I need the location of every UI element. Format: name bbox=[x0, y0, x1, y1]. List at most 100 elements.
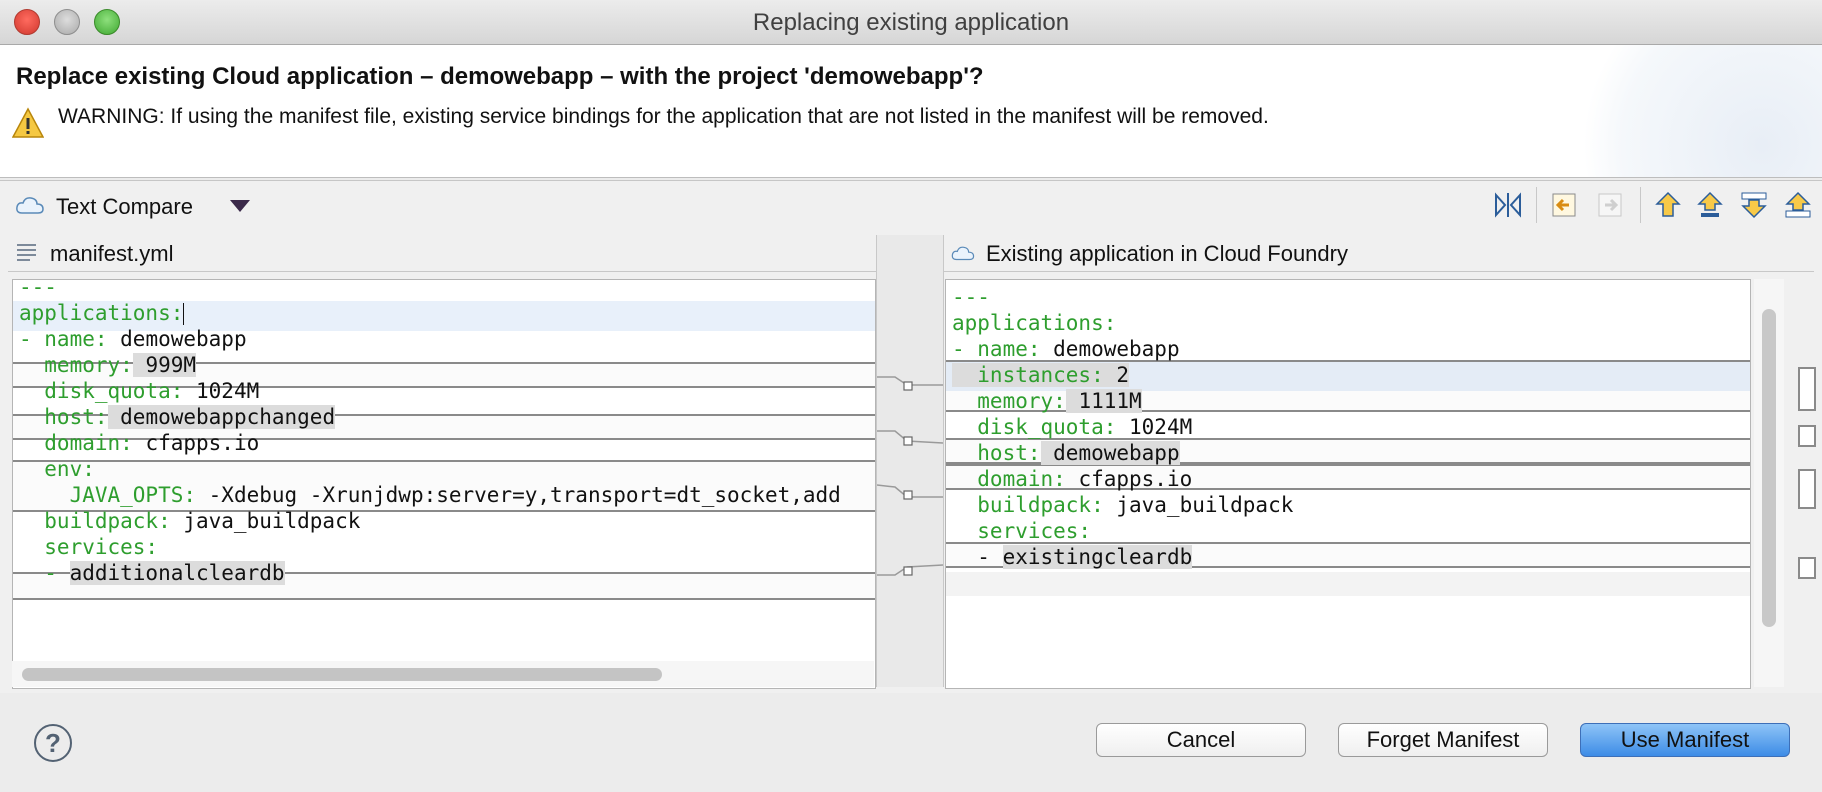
text-cursor bbox=[183, 303, 185, 325]
left-pane-title: manifest.yml bbox=[50, 241, 174, 266]
yaml-key: services: bbox=[952, 519, 1092, 543]
right-pane-header: Existing application in Cloud Foundry bbox=[944, 235, 1814, 272]
code-line: memory: 1111M bbox=[952, 386, 1142, 416]
code-line: applications: bbox=[952, 308, 1116, 338]
overview-marker[interactable] bbox=[1798, 425, 1816, 447]
yaml-key: - bbox=[19, 561, 70, 585]
diff-block bbox=[946, 438, 1750, 464]
yaml-key: buildpack: bbox=[952, 493, 1104, 517]
compare-mode-dropdown-icon[interactable] bbox=[230, 200, 250, 212]
close-window-button[interactable] bbox=[14, 9, 40, 35]
code-line: --- bbox=[952, 282, 990, 312]
diff-block bbox=[13, 572, 875, 600]
code-line: host: demowebapp bbox=[952, 438, 1180, 468]
code-line: domain: cfapps.io bbox=[19, 428, 259, 458]
warning-message: WARNING: If using the manifest file, exi… bbox=[58, 105, 1269, 128]
yaml-value: 1024M bbox=[183, 379, 260, 403]
use-manifest-button[interactable]: Use Manifest bbox=[1580, 723, 1790, 757]
yaml-key: domain: bbox=[19, 431, 133, 455]
copy-right-to-left-icon[interactable] bbox=[1548, 189, 1580, 221]
scrollbar-thumb[interactable] bbox=[1762, 309, 1776, 627]
yaml-value: 2 bbox=[1103, 363, 1130, 387]
code-line: services: bbox=[19, 532, 158, 562]
yaml-key: host: bbox=[19, 405, 108, 429]
previous-change-icon[interactable] bbox=[1782, 189, 1814, 221]
copy-left-to-right-icon[interactable] bbox=[1594, 189, 1626, 221]
yaml-key: - name: bbox=[952, 337, 1041, 361]
dialog-question: Replace existing Cloud application – dem… bbox=[16, 63, 984, 90]
diff-block bbox=[13, 414, 875, 440]
yaml-value: 1111M bbox=[1065, 389, 1142, 413]
next-change-icon[interactable] bbox=[1738, 189, 1770, 221]
text-file-icon bbox=[17, 244, 36, 261]
yaml-key: domain: bbox=[952, 467, 1066, 491]
yaml-key: --- bbox=[19, 279, 57, 299]
diff-block bbox=[13, 362, 875, 388]
toolbar-separator bbox=[1640, 187, 1641, 223]
yaml-value: additionalcleardb bbox=[69, 561, 285, 585]
right-pane-title: Existing application in Cloud Foundry bbox=[986, 241, 1348, 266]
window-title: Replacing existing application bbox=[752, 9, 1070, 36]
overview-marker[interactable] bbox=[1798, 367, 1816, 411]
yaml-value: java_buildpack bbox=[170, 509, 361, 533]
overview-marker[interactable] bbox=[1798, 557, 1816, 579]
code-line: - existingcleardb bbox=[952, 542, 1193, 572]
zoom-window-button[interactable] bbox=[94, 9, 120, 35]
right-vertical-scrollbar[interactable] bbox=[1754, 279, 1784, 687]
yaml-key: JAVA_OPTS: bbox=[19, 483, 197, 507]
cloud-icon bbox=[951, 246, 975, 261]
left-horizontal-scrollbar[interactable] bbox=[12, 661, 874, 687]
code-line: buildpack: java_buildpack bbox=[952, 490, 1293, 520]
dialog-header: Replace existing Cloud application – dem… bbox=[0, 45, 1822, 178]
next-difference-icon[interactable] bbox=[1652, 189, 1684, 221]
diff-block bbox=[13, 460, 875, 512]
title-bar: Replacing existing application bbox=[0, 0, 1822, 45]
yaml-value: 1024M bbox=[1116, 415, 1193, 439]
yaml-value: demowebappchanged bbox=[107, 405, 336, 429]
code-line: --- bbox=[19, 279, 57, 302]
dialog-footer: ? Cancel Forget Manifest Use Manifest bbox=[0, 693, 1822, 792]
yaml-value: demowebapp bbox=[1040, 337, 1180, 361]
code-line: - name: demowebapp bbox=[952, 334, 1180, 364]
current-line-highlight bbox=[13, 301, 875, 331]
overview-marker[interactable] bbox=[1798, 469, 1816, 509]
diff-block bbox=[946, 464, 1750, 490]
forget-manifest-button[interactable]: Forget Manifest bbox=[1338, 723, 1548, 757]
yaml-key: host: bbox=[952, 441, 1041, 465]
yaml-key: applications: bbox=[19, 301, 184, 325]
minimize-window-button[interactable] bbox=[54, 9, 80, 35]
diff-overview-ruler bbox=[1796, 279, 1816, 687]
code-line: - additionalcleardb bbox=[19, 558, 285, 588]
yaml-key: buildpack: bbox=[19, 509, 171, 533]
yaml-key: --- bbox=[952, 285, 990, 309]
cloud-icon bbox=[16, 197, 44, 214]
yaml-value: demowebapp bbox=[107, 327, 247, 351]
cancel-button[interactable]: Cancel bbox=[1096, 723, 1306, 757]
left-editor[interactable]: --- applications: - name: demowebapp mem… bbox=[12, 279, 876, 689]
yaml-value: 999M bbox=[132, 353, 197, 377]
swap-panes-icon[interactable] bbox=[1492, 189, 1524, 221]
yaml-key: disk_quota: bbox=[952, 415, 1117, 439]
code-line: applications: bbox=[19, 298, 185, 328]
code-line: services: bbox=[952, 516, 1091, 546]
yaml-value: cfapps.io bbox=[1065, 467, 1193, 491]
compare-toolbar: Text Compare bbox=[0, 181, 1822, 227]
yaml-key: services: bbox=[19, 535, 159, 559]
code-line: host: demowebappchanged bbox=[19, 402, 336, 432]
compare-mode-label[interactable]: Text Compare bbox=[56, 194, 193, 219]
header-decoration bbox=[1582, 45, 1822, 177]
yaml-value: demowebapp bbox=[1040, 441, 1180, 465]
yaml-value: cfapps.io bbox=[132, 431, 260, 455]
previous-difference-icon[interactable] bbox=[1694, 189, 1726, 221]
yaml-key: memory: bbox=[952, 389, 1066, 413]
right-editor[interactable]: --- applications: - name: demowebapp ins… bbox=[945, 279, 1751, 689]
yaml-key: memory: bbox=[19, 353, 133, 377]
code-line: buildpack: java_buildpack bbox=[19, 506, 360, 536]
scrollbar-thumb[interactable] bbox=[22, 668, 662, 681]
yaml-key: env: bbox=[19, 457, 95, 481]
help-icon[interactable]: ? bbox=[34, 724, 72, 762]
yaml-value: java_buildpack bbox=[1103, 493, 1294, 517]
diff-block bbox=[946, 542, 1750, 568]
compare-panel: Text Compare bbox=[0, 180, 1822, 694]
